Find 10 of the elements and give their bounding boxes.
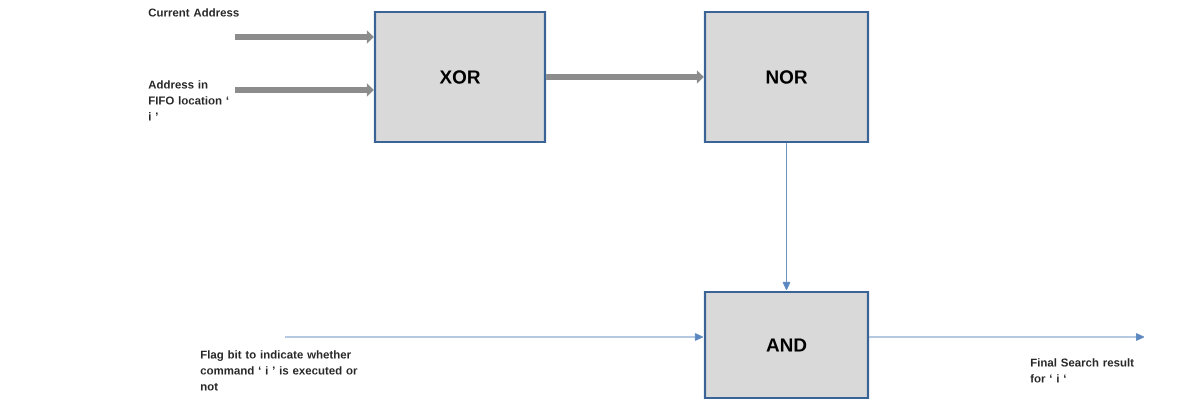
gate-box: NOR	[703, 10, 870, 144]
signal-label: Final Search result for ‘ i ‘	[1030, 358, 1134, 383]
gate-box: AND	[703, 290, 870, 400]
arrow	[782, 142, 791, 291]
signal-label: Flag bit to indicate whether command ‘ i ’ is executed or not	[200, 350, 358, 391]
arrow	[284, 333, 704, 341]
signal-label: Current Address	[148, 8, 239, 17]
signal-label: Address in FIFO location ‘ i ’	[148, 80, 229, 121]
arrow	[868, 333, 1145, 341]
gate-box: XOR	[373, 10, 547, 144]
